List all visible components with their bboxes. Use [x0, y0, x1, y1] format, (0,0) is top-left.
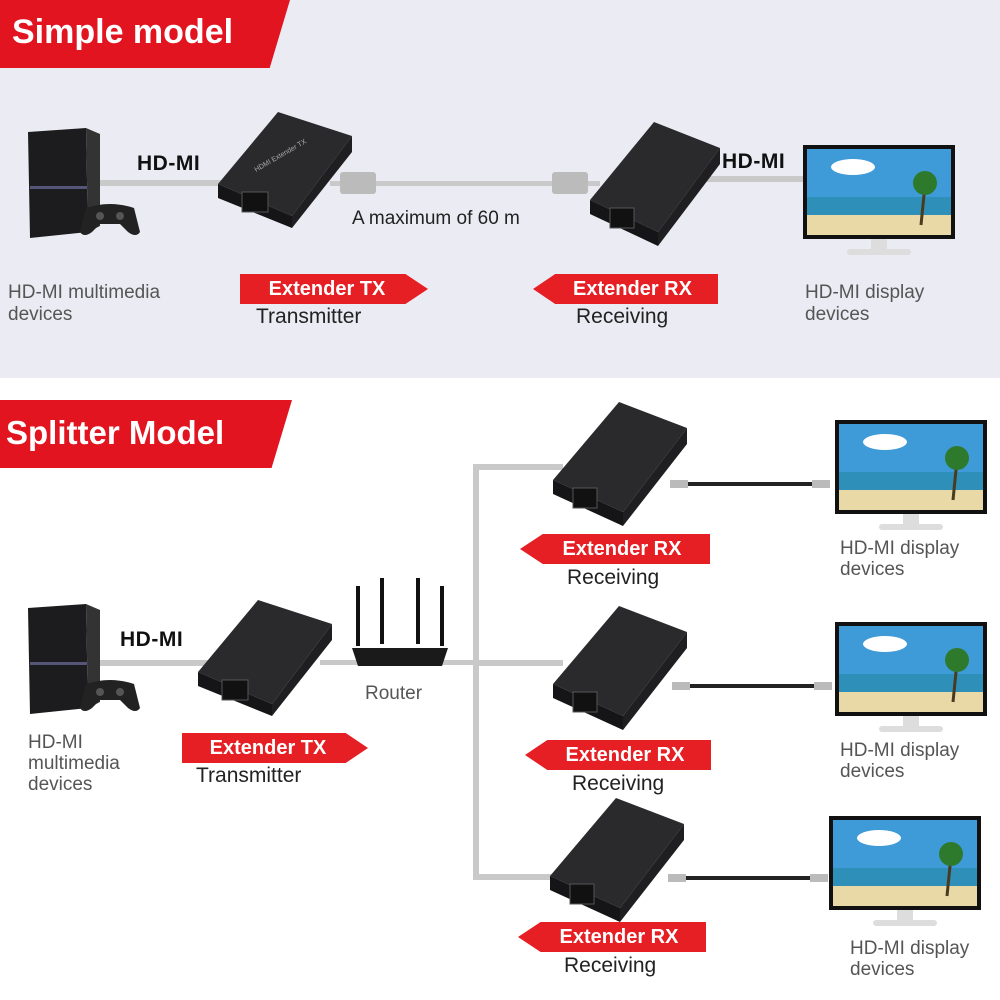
extender-rx-icon: [590, 122, 720, 246]
simple-model-banner: Simple model: [0, 0, 305, 68]
hdmi-cable-icon: [668, 874, 828, 882]
distance-label: A maximum of 60 m: [352, 208, 520, 229]
router-label: Router: [365, 683, 423, 704]
monitor-icon: [835, 622, 987, 732]
display-label-line1: HD-MI display: [850, 938, 970, 959]
game-console-icon: [28, 604, 100, 714]
receiving-label: Receiving: [567, 566, 660, 589]
display-label-line1: HD-MI display: [840, 740, 960, 761]
hdmi-label-source: HD-MI: [120, 628, 184, 651]
network-cable-trunk: [473, 464, 479, 880]
extender-tx-arrow: Extender TX: [182, 733, 368, 763]
hdmi-cable-icon: [670, 480, 830, 488]
game-console-icon: [28, 128, 100, 238]
source-label-line1: HD-MI: [28, 732, 83, 753]
receiving-label: Receiving: [572, 772, 665, 795]
transmitter-label: Transmitter: [256, 305, 362, 328]
display-label-line2: devices: [850, 959, 915, 980]
extender-rx-icon: [550, 798, 684, 922]
rj45-connector-icon: [340, 172, 376, 194]
monitor-icon: [803, 145, 955, 255]
display-label-line2: devices: [840, 761, 905, 782]
hdmi-label-right: HD-MI: [722, 150, 786, 173]
monitor-icon: [829, 816, 981, 926]
hdmi-cable-left: [95, 180, 225, 186]
extender-rx-arrow: Extender RX: [518, 922, 706, 952]
network-cable-rx3: [473, 874, 563, 880]
monitor-icon: [835, 420, 987, 530]
network-cable-rx2: [473, 660, 563, 666]
source-label-line3: devices: [28, 774, 93, 795]
simple-model-section: Simple model HD-MI multimedia devices HD…: [0, 0, 1000, 378]
extender-rx-arrow: Extender RX: [520, 534, 710, 564]
splitter-model-title: Splitter Model: [6, 414, 225, 451]
display-label-line1: HD-MI display: [840, 538, 960, 559]
gamepad-icon: [80, 204, 140, 235]
extender-tx-icon: HDMI Extender TX: [218, 112, 352, 228]
extender-rx-icon: [553, 402, 687, 526]
splitter-model-section: Splitter Model HD-MI multimedia devices …: [0, 378, 1000, 1000]
extender-rx-arrow: Extender RX: [533, 274, 718, 304]
network-cable-rx1: [473, 464, 563, 470]
gamepad-icon: [80, 680, 140, 711]
receiving-label: Receiving: [576, 305, 669, 328]
simple-model-title: Simple model: [12, 13, 234, 51]
display-device-label: HD-MI display devices: [805, 282, 925, 325]
rj45-connector-icon: [552, 172, 588, 194]
source-device-label: HD-MI multimedia devices: [8, 282, 161, 325]
source-label-line2: multimedia: [28, 753, 120, 774]
extender-tx-arrow: Extender TX: [240, 274, 428, 304]
display-label-line2: devices: [840, 559, 905, 580]
network-cable: [330, 181, 600, 186]
hdmi-label-left: HD-MI: [137, 152, 201, 175]
hdmi-cable-icon: [672, 682, 832, 690]
hdmi-cable-right: [660, 176, 810, 182]
extender-rx-icon: [553, 606, 687, 730]
splitter-model-banner: Splitter Model: [0, 400, 305, 468]
extender-tx-icon: [198, 600, 332, 716]
receiving-label: Receiving: [564, 954, 657, 977]
extender-rx-arrow: Extender RX: [525, 740, 711, 770]
hdmi-cable-source: [95, 660, 215, 666]
router-icon: [352, 578, 448, 666]
transmitter-label: Transmitter: [196, 764, 302, 787]
